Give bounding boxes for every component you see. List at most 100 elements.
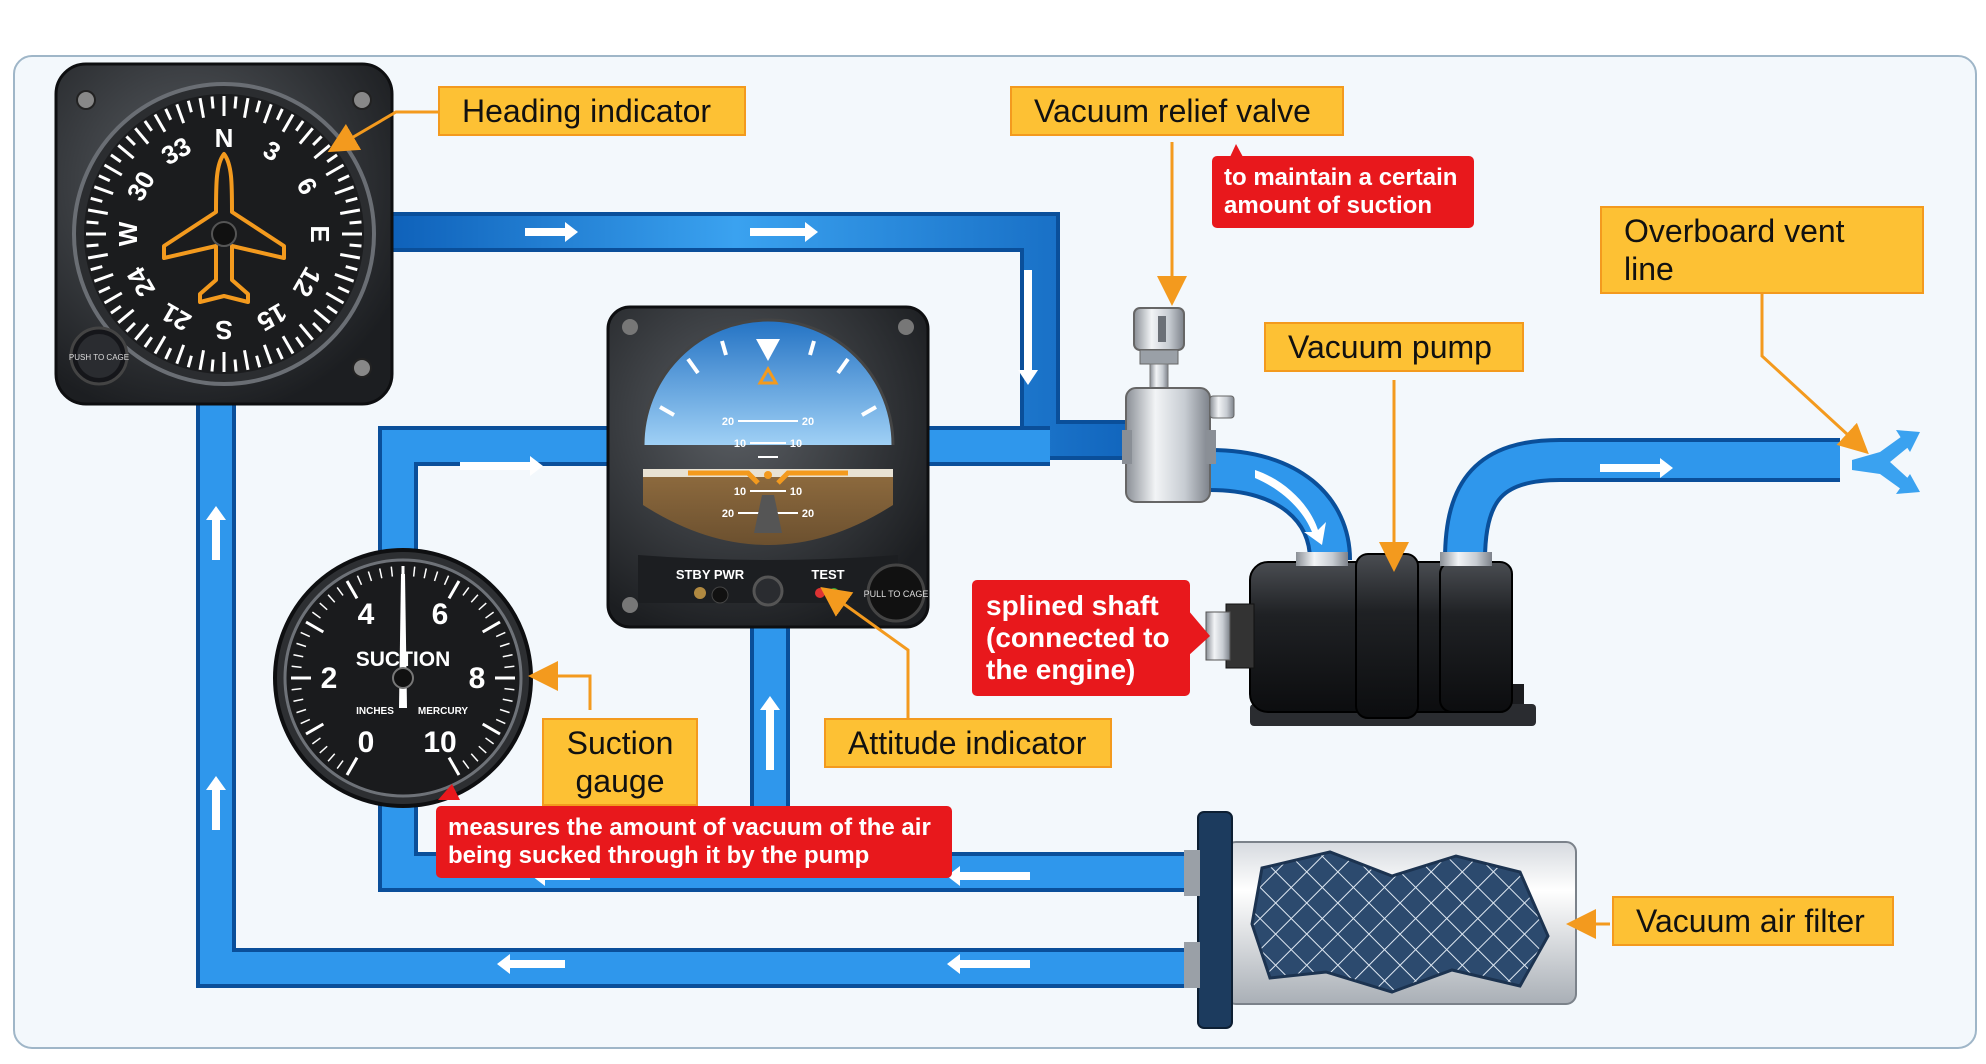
heading-tick — [90, 265, 103, 272]
suction-tick — [327, 594, 336, 603]
note-splined-shaft: splined shaft (connected to the engine) — [972, 580, 1190, 696]
heading-tick — [87, 208, 109, 215]
suction-tick — [499, 642, 510, 648]
heading-tick — [312, 322, 323, 333]
suction-tick — [433, 571, 439, 582]
svg-text:PULL TO CAGE: PULL TO CAGE — [864, 589, 929, 599]
suction-tick — [447, 580, 461, 600]
pitch-number-right: 20 — [802, 508, 814, 520]
suction-tick — [311, 611, 321, 619]
suction-tick — [293, 653, 304, 658]
label-vacuum-relief-valve: Vacuum relief valve — [1010, 86, 1344, 136]
note-splined-shaft-line1: splined shaft — [986, 590, 1159, 621]
suction-tick — [291, 687, 302, 691]
heading-number: E — [305, 225, 335, 242]
heading-tick — [262, 103, 273, 124]
svg-text:INCHES: INCHES — [356, 706, 394, 717]
heading-tick — [98, 174, 111, 183]
pitch-number-left: 10 — [734, 486, 746, 498]
svg-text:STBY PWR: STBY PWR — [676, 567, 745, 582]
note-splined-shaft-line3: the engine) — [986, 654, 1136, 685]
heading-tick — [339, 253, 361, 260]
heading-tick — [313, 308, 331, 324]
heading-number: W — [113, 221, 143, 246]
heading-tick — [281, 113, 295, 133]
note-relief-valve: to maintain a certain amount of suction — [1212, 156, 1474, 228]
heading-tick — [164, 108, 173, 121]
suction-number: 6 — [432, 598, 449, 631]
heading-tick — [295, 120, 305, 132]
label-heading-indicator: Heading indicator — [438, 86, 746, 136]
suction-tick — [481, 620, 501, 634]
pitch-number-right: 20 — [802, 416, 814, 428]
suction-tick — [495, 718, 506, 725]
heading-tick — [313, 144, 331, 160]
heading-tick — [281, 335, 295, 355]
suction-tick — [478, 745, 487, 754]
suction-tick — [443, 575, 450, 586]
heading-tick — [298, 127, 314, 145]
note-pointer-shaft — [1188, 610, 1210, 656]
suction-number: 8 — [469, 662, 486, 695]
suction-tick — [485, 737, 495, 745]
heading-tick — [337, 285, 350, 294]
suction-tick — [296, 708, 307, 714]
pitch-number-right: 10 — [790, 438, 802, 450]
heading-tick — [87, 253, 109, 260]
label-suction-gauge-line1: Suction — [566, 725, 674, 761]
heading-tick — [86, 243, 99, 248]
heading-tick — [117, 144, 135, 160]
heading-tick — [86, 220, 99, 225]
suction-tick — [504, 665, 515, 669]
suction-tick — [502, 653, 513, 658]
suction-tick — [378, 568, 383, 579]
heading-tick — [186, 100, 193, 113]
heading-tick — [103, 163, 123, 177]
suction-tick — [470, 753, 479, 762]
suction-tick — [478, 602, 487, 611]
suction-tick — [356, 575, 363, 586]
adi-cage-knob: PULL TO CAGE — [864, 563, 929, 623]
heading-tick — [175, 103, 186, 124]
sky-pointer — [757, 365, 779, 385]
heading-tick — [275, 108, 284, 121]
heading-tick — [153, 335, 167, 355]
suction-tick — [305, 722, 325, 736]
heading-tick — [233, 96, 238, 109]
heading-tick — [345, 196, 358, 203]
heading-tick — [295, 336, 305, 348]
heading-tick — [134, 127, 150, 145]
vent-outlet — [1852, 430, 1920, 494]
heading-tick — [93, 272, 114, 283]
suction-tick — [499, 708, 510, 714]
suction-tick — [345, 580, 359, 600]
pitch-number-right: 10 — [790, 486, 802, 498]
heading-tick — [298, 323, 314, 341]
note-pointer-suction — [438, 784, 460, 800]
leader-lines — [327, 110, 1869, 939]
heading-tick — [243, 97, 250, 119]
suction-tick — [336, 760, 344, 770]
heading-cage-knob: PUSH TO CAGE — [69, 326, 129, 386]
suction-tick — [502, 698, 513, 703]
heading-tick — [143, 336, 153, 348]
heading-tick — [103, 291, 123, 305]
heading-tick — [210, 96, 215, 109]
heading-tick — [345, 265, 358, 272]
suction-tick — [462, 760, 470, 770]
suction-tick — [305, 620, 325, 634]
suction-tick — [345, 756, 359, 776]
suction-tick — [504, 687, 515, 691]
heading-tick — [349, 243, 362, 248]
label-overboard-vent-line: Overboard vent line — [1600, 206, 1924, 294]
heading-tick — [243, 349, 250, 371]
label-suction-gauge: Suction gauge — [542, 718, 698, 806]
heading-tick — [255, 355, 262, 368]
label-attitude-indicator: Attitude indicator — [824, 718, 1112, 768]
pitch-number-left: 20 — [722, 416, 734, 428]
heading-tick — [93, 185, 114, 196]
